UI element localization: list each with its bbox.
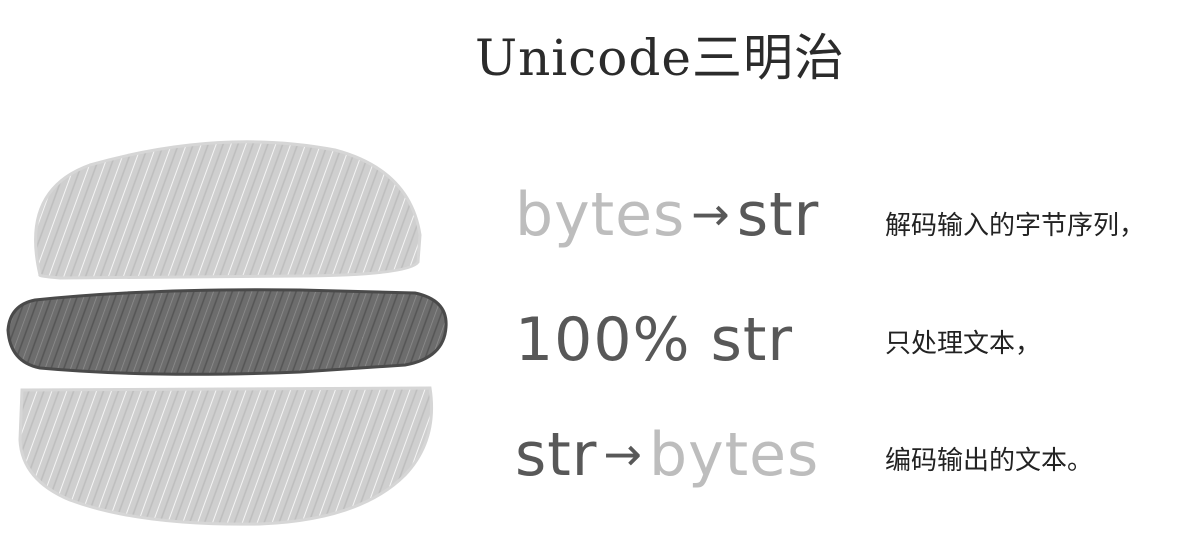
decode-description: 解码输入的字节序列，	[885, 211, 1146, 241]
diagram-title: Unicode三明治	[474, 29, 846, 87]
process-row: 100% str	[515, 305, 794, 375]
process-description: 只处理文本，	[885, 329, 1042, 359]
encode-description: 编码输出的文本。	[885, 446, 1094, 476]
decode-row: bytes→str	[515, 180, 819, 254]
patty	[6, 288, 448, 376]
encode-row: str→bytes	[515, 420, 819, 494]
arrow-right-icon: →	[691, 187, 731, 241]
bytes-input-label: bytes	[515, 180, 686, 250]
bottom-bun	[18, 386, 434, 526]
arrow-right-icon: →	[603, 427, 643, 481]
bytes-output-label: bytes	[649, 420, 820, 490]
str-output-label: str	[736, 180, 820, 250]
str-input-label: str	[515, 420, 598, 490]
top-bun	[34, 140, 422, 280]
